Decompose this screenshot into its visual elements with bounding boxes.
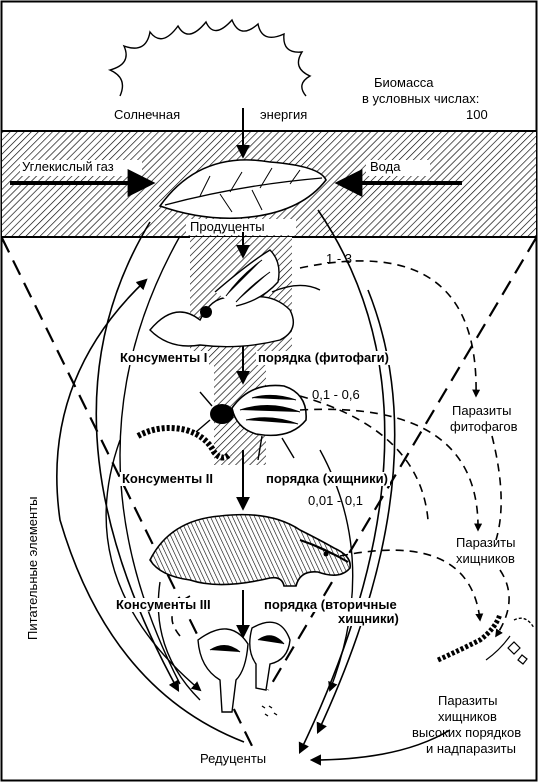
biomass-title: Биомасса [374,76,433,90]
parasites-high-label-3: высоких порядков [412,726,521,740]
sun-icon [110,20,310,96]
parasites-predators-label-2: хищников [456,552,515,566]
carbon-dioxide-label: Углекислый газ [22,160,114,174]
biomass-value-consumers-2: 0,1 - 0,6 [312,388,360,402]
consumers-2-label-left: Консументы II [120,472,215,486]
parasites-phytophages-label-2: фитофагов [450,420,518,434]
parasites-high-label-2: хищников [438,710,497,724]
consumers-2-label-right: порядка (хищники) [264,472,390,486]
producers-label: Продуценты [190,220,265,234]
consumers-3-label-left: Консументы III [114,598,213,612]
consumers-1-label-left: Консументы I [118,351,209,365]
decomposers-label: Редуценты [200,752,266,766]
parasites-high-label-1: Паразиты [438,694,497,708]
mushroom-icon [198,622,290,716]
parasites-high-label-4: и надпаразиты [426,742,516,756]
biomass-value-producers: 100 [466,108,488,122]
consumers-1-label-right: порядка (фитофаги) [256,351,391,365]
hedgehog-icon [150,515,350,586]
consumers-3-label-right-1: порядка (вторичные [262,598,399,612]
biomass-value-consumers-1: 1 - 3 [326,252,352,266]
consumers-3-label-right-2: хищники) [336,612,401,626]
parasite-larva-icon [438,614,534,664]
solar-energy-label-right: энергия [260,108,307,122]
nutrients-label: Питательные элементы [26,497,40,641]
biomass-subtitle: в условных числах: [362,92,479,106]
solar-energy-label-left: Солнечная [114,108,180,122]
parasites-predators-label-1: Паразиты [456,536,515,550]
parasites-phytophages-label-1: Паразиты [452,404,511,418]
biomass-value-consumers-3: 0,01 - 0,1 [308,494,363,508]
water-label: Вода [370,160,400,174]
